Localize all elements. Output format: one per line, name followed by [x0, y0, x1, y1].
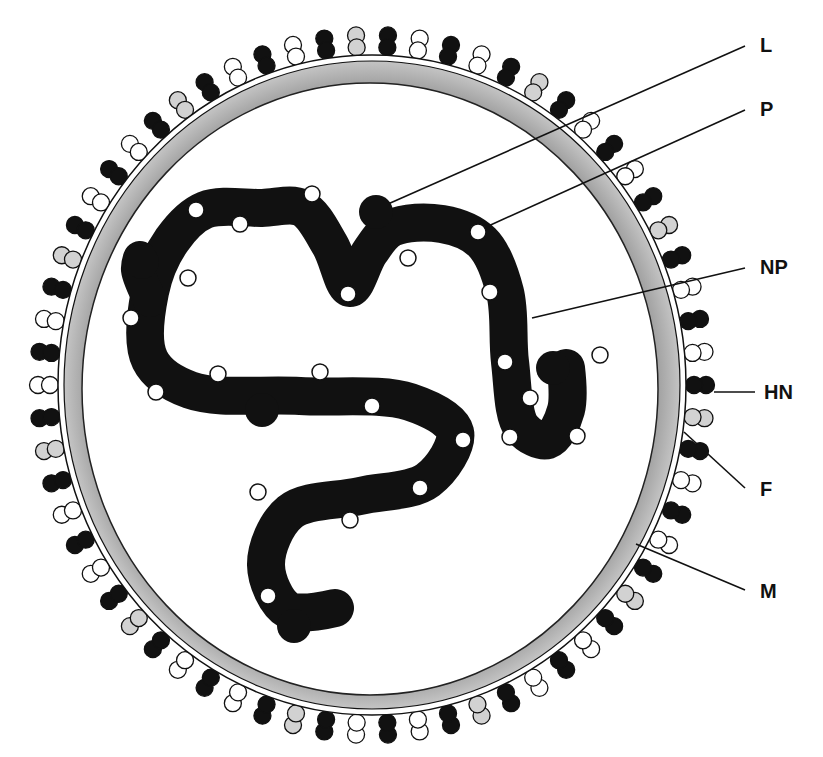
p-protein [148, 384, 164, 400]
p-protein [592, 347, 608, 363]
nucleocapsid [145, 205, 567, 612]
part-label: HN [762, 381, 795, 403]
p-protein [522, 390, 538, 406]
leader-line [484, 110, 745, 228]
p-protein [312, 364, 328, 380]
hn-spike [409, 42, 426, 59]
p-protein [232, 216, 248, 232]
hn-spike [684, 409, 701, 426]
f-spike [379, 714, 396, 731]
glycoprotein-spikes [30, 27, 715, 743]
part-label: M [758, 580, 779, 602]
hn-spike [42, 377, 59, 394]
part-label: NP [758, 256, 790, 278]
hn-spike [684, 344, 701, 361]
l-protein [277, 609, 311, 643]
f-spike [686, 377, 703, 394]
l-protein [536, 351, 570, 385]
p-protein [470, 224, 486, 240]
f-spike [43, 409, 60, 426]
f-spike [680, 313, 697, 330]
p-protein [340, 286, 356, 302]
p-protein [502, 429, 518, 445]
virion-interior [82, 83, 658, 695]
matrix-layer [64, 61, 680, 709]
part-label: L [758, 34, 774, 56]
p-protein [210, 366, 226, 382]
leader-line [532, 268, 745, 318]
f-spike [43, 344, 60, 361]
l-protein [359, 195, 393, 229]
f-spike [318, 711, 335, 728]
p-protein [188, 202, 204, 218]
p-protein [250, 484, 266, 500]
p-protein [412, 480, 428, 496]
p-protein [400, 250, 416, 266]
hn-spike [348, 714, 365, 731]
p-protein [569, 428, 585, 444]
hn-spike [409, 711, 426, 728]
p-protein [455, 432, 471, 448]
p-protein [304, 186, 320, 202]
p-protein [260, 588, 276, 604]
l-protein [245, 393, 279, 427]
p-protein [482, 284, 498, 300]
f-spike [680, 440, 697, 457]
leader-line [684, 432, 745, 488]
leader-line [636, 544, 745, 590]
p-protein [123, 310, 139, 326]
f-spike [318, 42, 335, 59]
part-label: P [758, 98, 775, 120]
leader-line [714, 391, 755, 393]
hn-spike [47, 440, 64, 457]
part-label: F [758, 478, 774, 500]
p-protein [180, 270, 196, 286]
p-protein [497, 354, 513, 370]
leader-line [388, 46, 745, 204]
hn-spike [47, 313, 64, 330]
l-protein [125, 245, 159, 279]
p-protein [364, 398, 380, 414]
p-protein [342, 512, 358, 528]
f-spike [379, 39, 396, 56]
envelope-membrane [58, 55, 686, 715]
hn-spike [348, 39, 365, 56]
